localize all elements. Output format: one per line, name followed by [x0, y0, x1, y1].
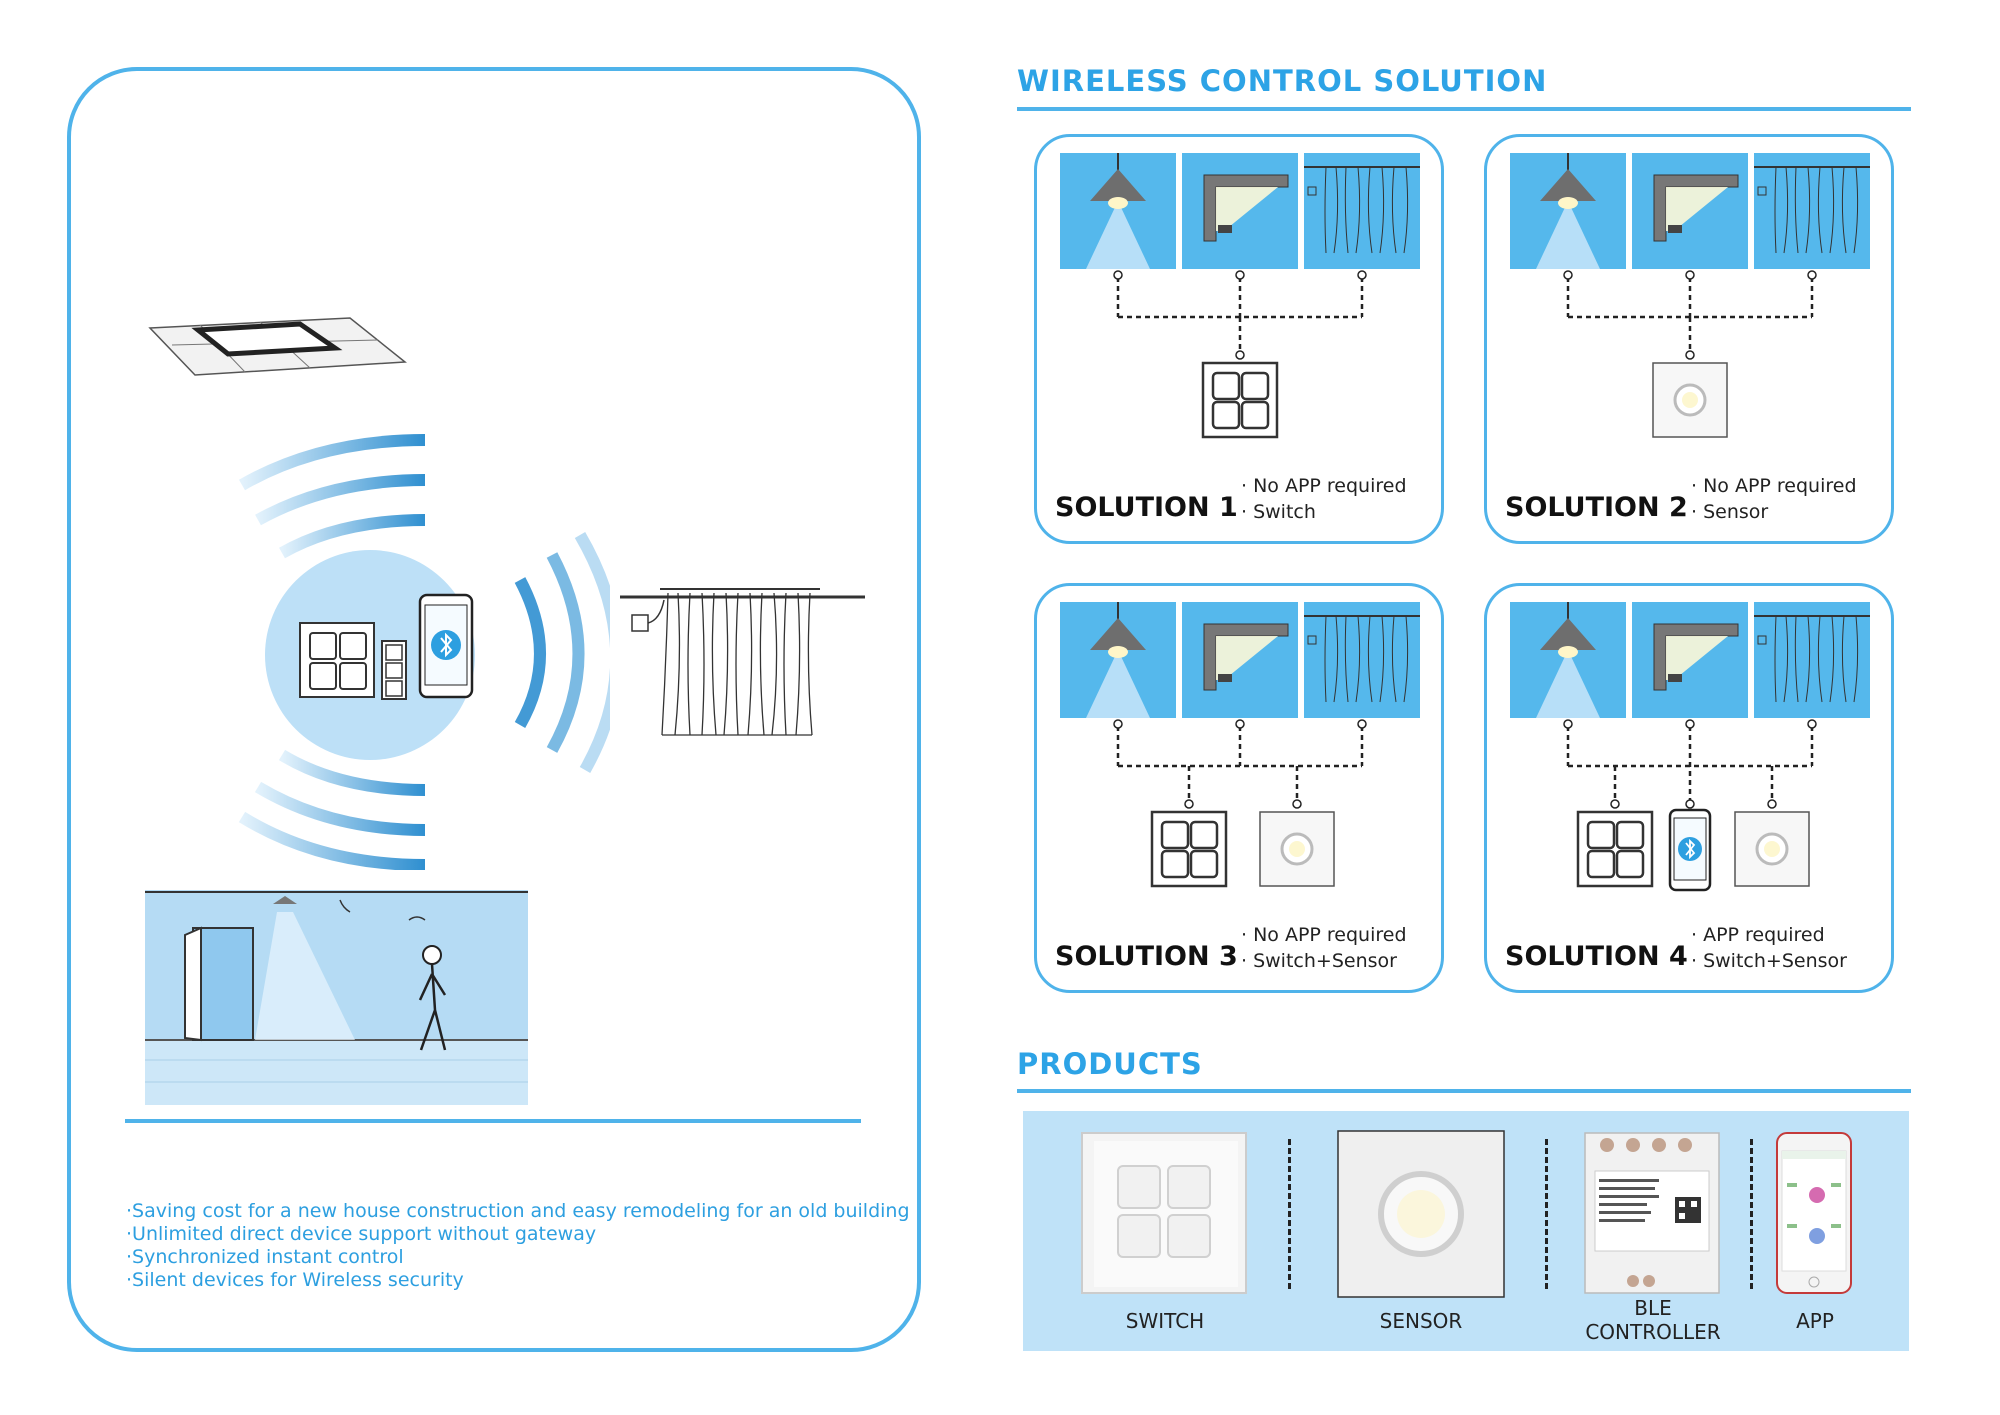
- solution-note: · APP required: [1691, 924, 1825, 946]
- solution-card-3: SOLUTION 3 · No APP required · Switch+Se…: [1034, 583, 1444, 993]
- pendant-lamp-tile: [1510, 153, 1626, 269]
- curtain-tile: [1304, 153, 1420, 269]
- solution-notes: · APP required · Switch+Sensor: [1691, 922, 1847, 974]
- curtain-illustration: [620, 588, 865, 736]
- product-label-switch: SWITCH: [1125, 1309, 1205, 1333]
- solution-title: SOLUTION 2: [1505, 492, 1688, 523]
- sensor-product-image: [1337, 1130, 1505, 1298]
- product-divider: [1288, 1139, 1291, 1289]
- solution-note: · No APP required: [1241, 475, 1407, 497]
- cove-light-tile: [1182, 602, 1298, 718]
- solution-note: · Switch+Sensor: [1691, 950, 1847, 972]
- feature-item: ·Silent devices for Wireless security: [126, 1269, 464, 1291]
- switch-product-image: [1081, 1132, 1247, 1294]
- wireless-heading-rule: [1017, 107, 1911, 111]
- solution-notes: · No APP required · Sensor: [1691, 473, 1857, 525]
- products-heading: PRODUCTS: [1017, 1047, 1203, 1081]
- solution-note: · No APP required: [1691, 475, 1857, 497]
- sensor-icon: [1652, 362, 1728, 438]
- room-sensor-illustration: [145, 890, 528, 1105]
- curtain-tile: [1754, 602, 1870, 718]
- connection-diagram: [1113, 719, 1367, 888]
- solution-note: · Switch+Sensor: [1241, 950, 1397, 972]
- pendant-lamp-tile: [1060, 153, 1176, 269]
- cove-light-tile: [1182, 153, 1298, 269]
- products-heading-rule: [1017, 1089, 1911, 1093]
- product-label-app: APP: [1796, 1309, 1834, 1333]
- solution-notes: · No APP required · Switch+Sensor: [1241, 922, 1407, 974]
- product-label-sensor: SENSOR: [1379, 1309, 1463, 1333]
- switch-icon: [1576, 810, 1654, 888]
- curtain-tile: [1304, 602, 1420, 718]
- switch-icon: [1150, 810, 1228, 888]
- ble-controller-image: [1584, 1132, 1720, 1294]
- solution-notes: · No APP required · Switch: [1241, 473, 1407, 525]
- switch-icon: [1201, 361, 1279, 439]
- solution-card-1: SOLUTION 1 · No APP required · Switch: [1034, 134, 1444, 544]
- bluetooth-hub-illustration: [238, 434, 610, 870]
- wireless-heading: WIRELESS CONTROL SOLUTION: [1017, 64, 1548, 98]
- solution-title: SOLUTION 1: [1055, 492, 1238, 523]
- left-panel-divider: [125, 1119, 861, 1123]
- sensor-icon: [1734, 811, 1810, 887]
- solution-title: SOLUTION 3: [1055, 941, 1238, 972]
- curtain-tile: [1754, 153, 1870, 269]
- feature-item: ·Synchronized instant control: [126, 1246, 404, 1268]
- pendant-lamp-tile: [1510, 602, 1626, 718]
- connection-diagram: [1563, 270, 1817, 438]
- left-panel: [67, 67, 921, 1352]
- product-divider: [1545, 1139, 1548, 1289]
- feature-item: ·Saving cost for a new house constructio…: [126, 1200, 910, 1222]
- connection-diagram: [1113, 270, 1367, 439]
- sensor-icon: [1259, 811, 1335, 887]
- product-label-ble-controller: BLE CONTROLLER: [1585, 1296, 1721, 1344]
- product-divider: [1750, 1139, 1753, 1289]
- cove-light-tile: [1632, 602, 1748, 718]
- solution-card-4: SOLUTION 4 · APP required · Switch+Senso…: [1484, 583, 1894, 993]
- solution-note: · Sensor: [1691, 501, 1769, 523]
- solution-card-2: SOLUTION 2 · No APP required · Sensor: [1484, 134, 1894, 544]
- solution-note: · No APP required: [1241, 924, 1407, 946]
- connection-diagram: [1563, 719, 1817, 892]
- products-panel: SWITCH SENSOR BLE CONTROLLER APP: [1023, 1111, 1909, 1351]
- phone-bluetooth-icon: [1668, 808, 1712, 892]
- feature-item: ·Unlimited direct device support without…: [126, 1223, 597, 1245]
- ceiling-panel-light-illustration: [148, 317, 407, 376]
- app-phone-image: [1776, 1132, 1852, 1294]
- solution-title: SOLUTION 4: [1505, 941, 1688, 972]
- solution-note: · Switch: [1241, 501, 1316, 523]
- cove-light-tile: [1632, 153, 1748, 269]
- feature-list: ·Saving cost for a new house constructio…: [126, 1200, 910, 1292]
- pendant-lamp-tile: [1060, 602, 1176, 718]
